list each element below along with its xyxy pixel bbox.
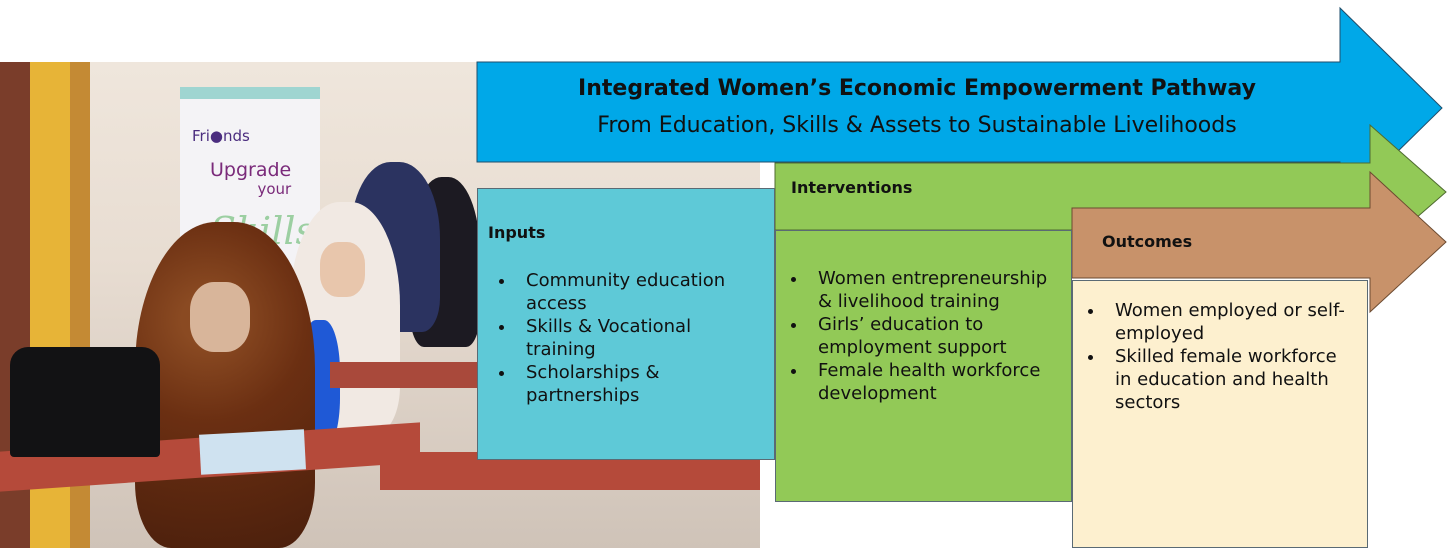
list-item: Women employed or self-employed: [1105, 299, 1357, 345]
outcomes-arrow: [1071, 170, 1447, 314]
outcomes-heading: Outcomes: [1102, 232, 1193, 251]
interventions-box: Women entrepreneurship & livelihood trai…: [775, 230, 1072, 502]
list-item: Women entrepreneurship & livelihood trai…: [808, 267, 1061, 313]
list-item: Scholarships & partnerships: [516, 361, 764, 407]
list-item: Female health workforce development: [808, 359, 1061, 405]
inputs-heading: Inputs: [488, 223, 546, 242]
inputs-list: Community education access Skills & Voca…: [488, 269, 764, 407]
title-block: Integrated Women’s Economic Empowerment …: [477, 70, 1357, 138]
sewing-machine: [10, 347, 160, 457]
outcomes-box: Women employed or self-employed Skilled …: [1072, 280, 1368, 548]
list-item: Skills & Vocational training: [516, 315, 764, 361]
student: [135, 222, 315, 548]
interventions-list: Women entrepreneurship & livelihood trai…: [780, 267, 1061, 405]
page-subtitle: From Education, Skills & Assets to Susta…: [597, 113, 1237, 138]
inputs-box: Inputs Community education access Skills…: [477, 188, 775, 460]
interventions-heading: Interventions: [791, 178, 913, 197]
table: [330, 362, 480, 388]
list-item: Community education access: [516, 269, 764, 315]
list-item: Girls’ education to employment support: [808, 313, 1061, 359]
banner-brand: Fri●nds: [192, 127, 250, 145]
page-title: Integrated Women’s Economic Empowerment …: [578, 76, 1256, 101]
list-item: Skilled female workforce in education an…: [1105, 345, 1357, 414]
outcomes-list: Women employed or self-employed Skilled …: [1077, 299, 1357, 414]
